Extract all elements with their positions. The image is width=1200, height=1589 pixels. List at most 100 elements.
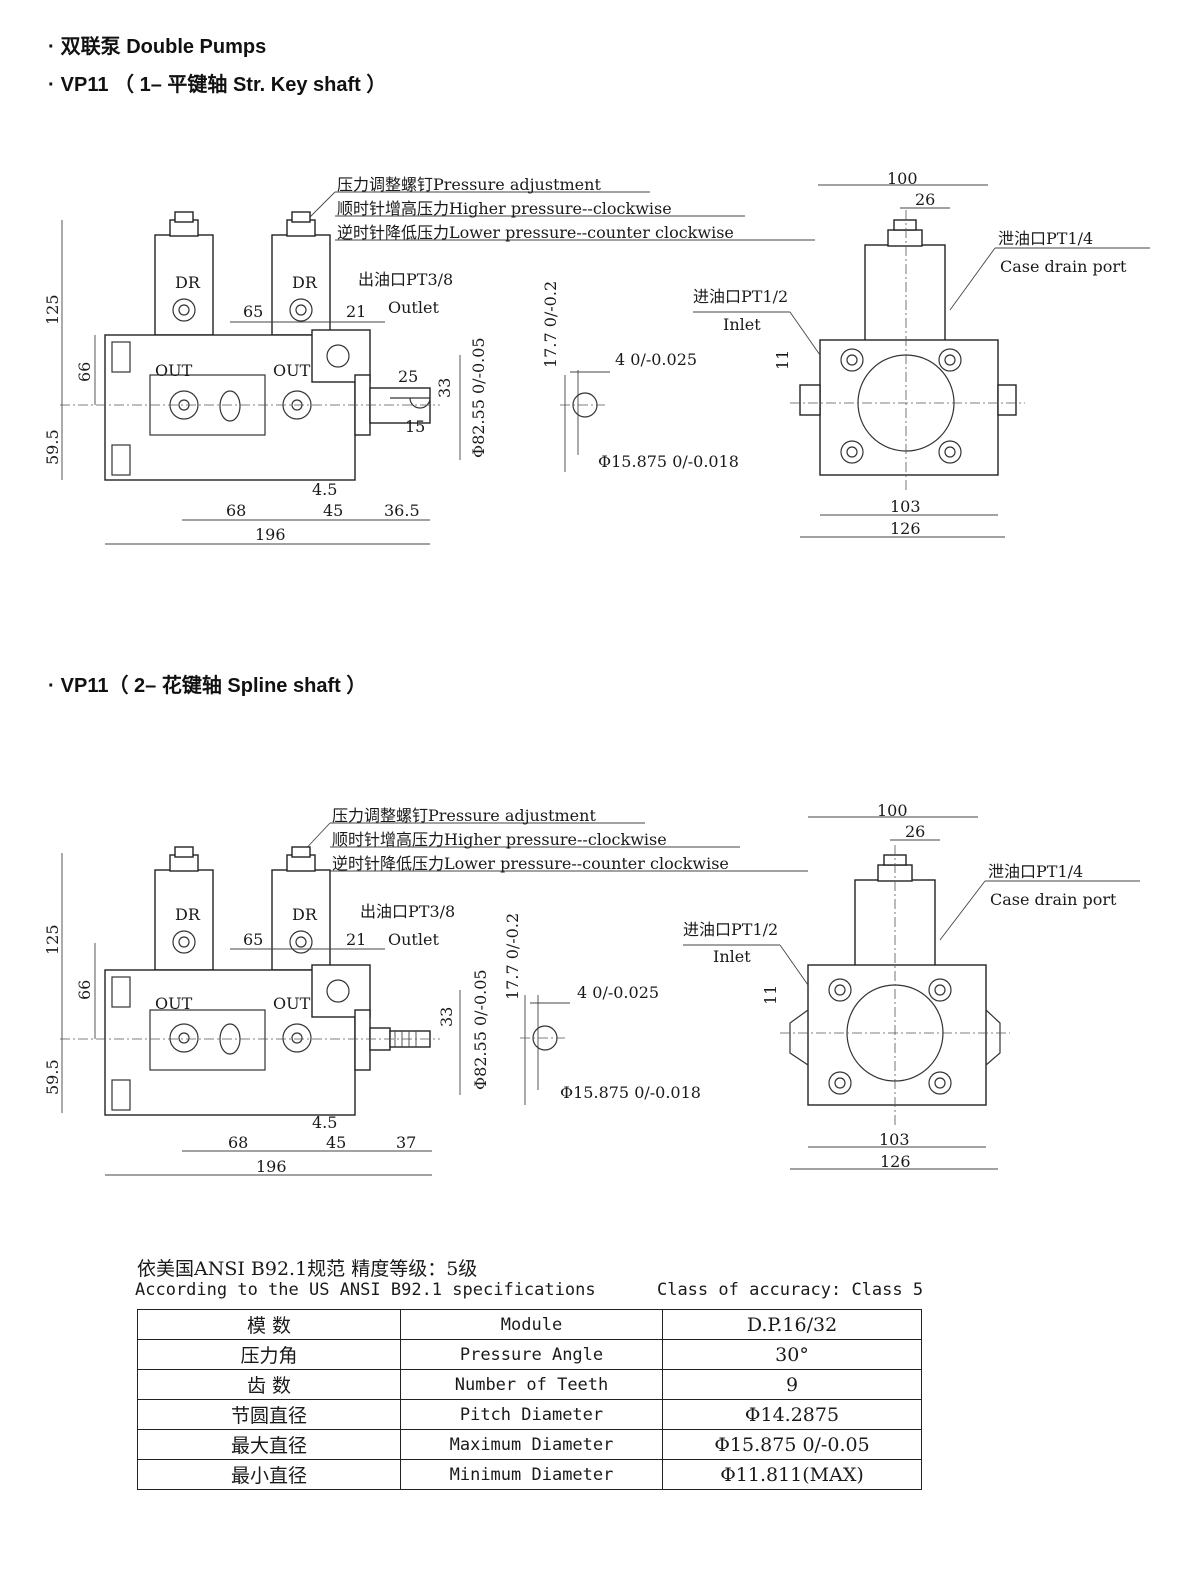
row-en: Pressure Angle bbox=[400, 1339, 663, 1370]
row-en: Minimum Diameter bbox=[400, 1459, 663, 1490]
dim-4: 4 0/-0.025 bbox=[615, 350, 697, 369]
dim-125: 125 bbox=[43, 294, 62, 325]
table-row: 节圆直径 Pitch Diameter Φ14.2875 bbox=[137, 1399, 922, 1430]
row-cn: 最大直径 bbox=[137, 1429, 401, 1460]
drain-label-en-2: Case drain port bbox=[990, 890, 1117, 909]
dim-11: 11 bbox=[773, 350, 792, 370]
dim-36-5: 36.5 bbox=[384, 501, 420, 520]
dim-65-2: 65 bbox=[243, 930, 263, 949]
row-cn: 齿 数 bbox=[137, 1369, 401, 1400]
side-view-dimensions-2: 125 66 59.5 65 21 33 Φ82.55 0/-0.05 4.5 … bbox=[43, 853, 490, 1176]
dim-15-875: Φ15.875 0/-0.018 bbox=[598, 452, 739, 471]
inlet-label-cn: 进油口PT1/2 bbox=[693, 287, 788, 306]
inlet-label-en-2: Inlet bbox=[713, 947, 751, 966]
dim-15: 15 bbox=[405, 417, 425, 436]
dim-4-5: 4.5 bbox=[312, 480, 337, 499]
dim-126-2: 126 bbox=[880, 1152, 911, 1171]
dim-26: 26 bbox=[915, 190, 935, 209]
dim-82-55-2: Φ82.55 0/-0.05 bbox=[471, 969, 490, 1090]
row-en: Number of Teeth bbox=[400, 1369, 663, 1400]
drawing-spline-shaft: 压力调整螺钉Pressure adjustment 顺时针增高压力Higher … bbox=[43, 801, 1140, 1176]
outlet-label-en-2: Outlet bbox=[388, 930, 439, 949]
dim-125-2: 125 bbox=[43, 924, 62, 955]
row-value: 30° bbox=[662, 1339, 922, 1370]
dim-103-2: 103 bbox=[879, 1130, 910, 1149]
table-row: 模 数 Module D.P.16/32 bbox=[137, 1309, 922, 1340]
callout-higher-text: 顺时针增高压力Higher pressure--clockwise bbox=[337, 199, 672, 218]
out-label-3: OUT bbox=[155, 994, 193, 1013]
dim-196: 196 bbox=[255, 525, 286, 544]
dim-68: 68 bbox=[226, 501, 246, 520]
dim-25: 25 bbox=[398, 367, 418, 386]
spline-spec-table: 模 数 Module D.P.16/32 压力角 Pressure Angle … bbox=[137, 1309, 922, 1490]
row-en: Pitch Diameter bbox=[400, 1399, 663, 1430]
row-en: Maximum Diameter bbox=[400, 1429, 663, 1460]
dim-26-2: 26 bbox=[905, 822, 925, 841]
row-value: Φ15.875 0/-0.05 bbox=[662, 1429, 922, 1460]
dim-33-2: 33 bbox=[437, 1007, 456, 1027]
dim-66: 66 bbox=[75, 362, 94, 382]
row-value: Φ14.2875 bbox=[662, 1399, 922, 1430]
out-label-2: OUT bbox=[273, 361, 311, 380]
pressure-adjust-callout: 压力调整螺钉Pressure adjustment 顺时针增高压力Higher … bbox=[304, 175, 815, 242]
dim-4-2: 4 0/-0.025 bbox=[577, 983, 659, 1002]
spec-title-en: According to the US ANSI B92.1 specifica… bbox=[135, 1280, 924, 1300]
row-cn: 节圆直径 bbox=[137, 1399, 401, 1430]
row-value: 9 bbox=[662, 1369, 922, 1400]
pump-side-view: DR DR OUT OUT bbox=[60, 211, 440, 481]
out-label-1: OUT bbox=[155, 361, 193, 380]
dr-label-4: DR bbox=[292, 905, 318, 924]
row-value: D.P.16/32 bbox=[662, 1309, 922, 1340]
spec-title-cn: 依美国ANSI B92.1规范 精度等级：5级 bbox=[137, 1258, 478, 1280]
callout-adjust-text: 压力调整螺钉Pressure adjustment bbox=[337, 175, 601, 194]
drain-label-cn: 泄油口PT1/4 bbox=[998, 229, 1093, 248]
drain-label-en: Case drain port bbox=[1000, 257, 1127, 276]
dim-33: 33 bbox=[435, 378, 454, 398]
page-title: ·双联泵 Double Pumps bbox=[48, 36, 267, 58]
callout-higher-text-2: 顺时针增高压力Higher pressure--clockwise bbox=[332, 830, 667, 849]
dim-68-2: 68 bbox=[228, 1133, 248, 1152]
pump-front-view-2: 100 26 11 103 126 进油口PT1/2 Inlet 泄油口PT1/… bbox=[683, 801, 1140, 1171]
section-title-key-shaft: ·VP11 （ 1– 平键轴 Str. Key shaft ） bbox=[48, 74, 387, 96]
key-shaft-detail: 17.7 0/-0.2 4 0/-0.025 Φ15.875 0/-0.018 bbox=[541, 281, 739, 472]
dim-59-5-2: 59.5 bbox=[43, 1059, 62, 1095]
pressure-adjust-callout-2: 压力调整螺钉Pressure adjustment 顺时针增高压力Higher … bbox=[299, 806, 808, 873]
outlet-label-en: Outlet bbox=[388, 298, 439, 317]
dim-21: 21 bbox=[346, 302, 366, 321]
dim-100-2: 100 bbox=[877, 801, 908, 820]
row-cn: 压力角 bbox=[137, 1339, 401, 1370]
drain-label-cn-2: 泄油口PT1/4 bbox=[988, 862, 1083, 881]
dim-103: 103 bbox=[890, 497, 921, 516]
dim-21-2: 21 bbox=[346, 930, 366, 949]
dim-45: 45 bbox=[323, 501, 343, 520]
dim-66-2: 66 bbox=[75, 980, 94, 1000]
dim-11-2: 11 bbox=[761, 985, 780, 1005]
dr-label-2: DR bbox=[292, 273, 318, 292]
row-en: Module bbox=[400, 1309, 663, 1340]
section-title-spline-shaft: ·VP11（ 2– 花键轴 Spline shaft ） bbox=[48, 675, 367, 697]
dim-196-2: 196 bbox=[256, 1157, 287, 1176]
callout-lower-text: 逆时针降低压力Lower pressure--counter clockwise bbox=[337, 223, 734, 242]
side-view-dimensions: 125 66 59.5 65 21 25 15 33 Φ82.55 0/-0.0… bbox=[43, 220, 488, 545]
row-cn: 模 数 bbox=[137, 1309, 401, 1340]
callout-lower-text-2: 逆时针降低压力Lower pressure--counter clockwise bbox=[332, 854, 729, 873]
dim-17-7: 17.7 0/-0.2 bbox=[541, 281, 560, 368]
table-row: 最大直径 Maximum Diameter Φ15.875 0/-0.05 bbox=[137, 1429, 922, 1460]
outlet-label-cn: 出油口PT3/8 bbox=[358, 270, 453, 289]
table-row: 压力角 Pressure Angle 30° bbox=[137, 1339, 922, 1370]
row-value: Φ11.811(MAX) bbox=[662, 1459, 922, 1490]
dim-59-5: 59.5 bbox=[43, 429, 62, 465]
inlet-label-cn-2: 进油口PT1/2 bbox=[683, 920, 778, 939]
drawing-key-shaft: 压力调整螺钉Pressure adjustment 顺时针增高压力Higher … bbox=[43, 169, 1150, 545]
dim-17-7-2: 17.7 0/-0.2 bbox=[503, 913, 522, 1000]
dr-label-3: DR bbox=[175, 905, 201, 924]
inlet-label-en: Inlet bbox=[723, 315, 761, 334]
pump-side-view-2: DR DR OUT OUT bbox=[60, 846, 440, 1116]
dim-82-55: Φ82.55 0/-0.05 bbox=[469, 337, 488, 458]
dim-100: 100 bbox=[887, 169, 918, 188]
out-label-4: OUT bbox=[273, 994, 311, 1013]
dim-65: 65 bbox=[243, 302, 263, 321]
dim-15-875-2: Φ15.875 0/-0.018 bbox=[560, 1083, 701, 1102]
dim-37: 37 bbox=[396, 1133, 416, 1152]
table-row: 最小直径 Minimum Diameter Φ11.811(MAX) bbox=[137, 1459, 922, 1490]
